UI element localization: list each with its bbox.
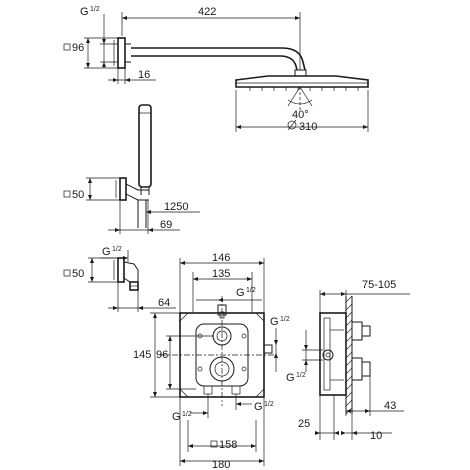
concealed-box-side: 75-105 G 1/2 43 25 10 — [286, 279, 410, 442]
dim-side-depth-b: 25 — [298, 418, 310, 430]
dim-box-height-outer: 145 — [133, 349, 151, 361]
wall-outlet-elbow: G 1/2 50 64 — [63, 246, 176, 312]
dim-arm-plate-depth: 16 — [138, 69, 150, 81]
dim-head-angle: 40° — [292, 109, 309, 121]
box-bottom-left-thread-label: G — [172, 411, 181, 423]
dim-holder-height: 1250 — [164, 201, 188, 213]
box-top-thread-label: G — [236, 287, 245, 299]
box-right-thread-label: G — [270, 316, 279, 328]
dim-box-overall-width: 180 — [212, 459, 230, 470]
side-left-thread-label: G — [286, 372, 295, 384]
box-bottom-right-thread-label: G — [254, 401, 263, 413]
dim-arm-length: 422 — [198, 6, 216, 18]
dim-box-width-outer: 146 — [212, 252, 230, 264]
dim-outlet-square: 50 — [72, 268, 84, 280]
dim-box-width-inner: 135 — [212, 268, 230, 280]
dim-head-diameter: 310 — [299, 121, 317, 133]
side-box-body — [319, 312, 347, 396]
dim-side-depth-c: 10 — [370, 430, 382, 442]
shower-arm-assembly: 422 G 1/2 96 16 40° 310 — [63, 6, 369, 133]
outlet-wall-plate — [117, 257, 125, 283]
box-bottom-right-thread-fraction: 1/2 — [264, 401, 274, 408]
side-left-thread-fraction: 1/2 — [296, 372, 306, 379]
dim-box-square: 158 — [219, 439, 237, 451]
outlet-thread-fraction: 1/2 — [112, 246, 122, 253]
box-right-thread-fraction: 1/2 — [280, 316, 290, 323]
shower-arm — [131, 47, 306, 71]
arm-wall-plate — [117, 37, 126, 69]
holder-wall-plate — [119, 177, 127, 201]
dim-holder-plate-square: 50 — [72, 189, 84, 201]
dim-arm-plate-square: 96 — [72, 42, 84, 54]
arm-thread-fraction: 1/2 — [90, 6, 100, 13]
arm-thread-label: G — [80, 6, 89, 18]
dim-side-depth-range: 75-105 — [362, 279, 396, 291]
dim-side-depth-a: 43 — [384, 400, 396, 412]
shower-head — [235, 75, 369, 88]
box-bottom-left-thread-fraction: 1/2 — [182, 411, 192, 418]
concealed-box-front: 146 135 G 1/2 145 96 G 1/2 G 1/2 — [133, 252, 290, 470]
hand-shower-holder: 50 1250 69 — [63, 104, 200, 234]
dim-outlet-depth: 64 — [158, 297, 170, 309]
box-top-thread-fraction: 1/2 — [246, 287, 256, 294]
dim-holder-depth: 69 — [160, 219, 172, 231]
dim-box-height-inner: 96 — [156, 349, 168, 361]
outlet-thread-label: G — [102, 246, 111, 258]
side-connector-circle — [322, 349, 334, 361]
hand-shower — [138, 104, 152, 188]
